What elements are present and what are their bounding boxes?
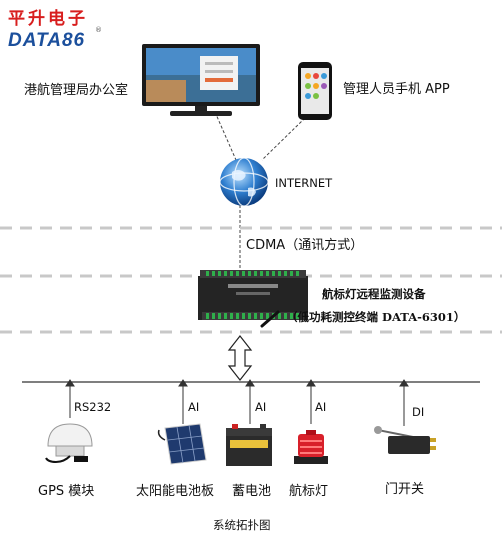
- signal-label-gps: RS232: [74, 400, 112, 414]
- bidirectional-arrow-icon: [227, 335, 253, 381]
- drop-arrow-beacon: [306, 379, 316, 387]
- drop-arrow-battery: [245, 379, 255, 387]
- door-switch-icon: [374, 426, 436, 454]
- device-label-battery: 蓄电池: [232, 484, 272, 499]
- signal-label-door: DI: [412, 405, 425, 419]
- solar-panel-icon: [157, 423, 207, 465]
- phone-icon: [298, 62, 332, 120]
- drop-arrow-door: [399, 379, 409, 387]
- logo-english: DATA86: [8, 30, 86, 51]
- logo-registered: ®: [95, 26, 102, 34]
- signal-label-solar: AI: [188, 400, 200, 414]
- office-label: 港航管理局办公室: [24, 83, 129, 98]
- diagram-caption: 系统拓扑图: [213, 518, 271, 532]
- drop-arrow-gps: [65, 379, 75, 387]
- gps-module-icon: [45, 423, 93, 464]
- cdma-label: CDMA（通讯方式）: [246, 238, 364, 253]
- monitor-icon: [142, 44, 260, 116]
- internet-label: INTERNET: [275, 176, 333, 190]
- device-label-gps: GPS 模块: [38, 484, 95, 499]
- data6301-device-icon: [198, 270, 308, 328]
- app-label: 管理人员手机 APP: [343, 82, 450, 97]
- beacon-light-icon: [294, 430, 328, 464]
- app-link: [261, 117, 306, 161]
- device-title: 航标灯远程监测设备: [322, 287, 426, 301]
- signal-label-beacon: AI: [315, 400, 327, 414]
- device-subtitle: （低功耗测控终端 DATA-6301）: [286, 310, 466, 324]
- signal-label-battery: AI: [255, 400, 267, 414]
- globe-icon: [219, 157, 269, 207]
- logo-chinese: 平升电子: [8, 9, 88, 29]
- battery-icon: [226, 424, 272, 466]
- device-label-beacon: 航标灯: [289, 484, 329, 499]
- office-link: [214, 111, 237, 161]
- drop-arrow-solar: [178, 379, 188, 387]
- device-label-door: 门开关: [385, 482, 425, 497]
- device-label-solar: 太阳能电池板: [136, 484, 215, 499]
- bus-drops: [65, 379, 409, 426]
